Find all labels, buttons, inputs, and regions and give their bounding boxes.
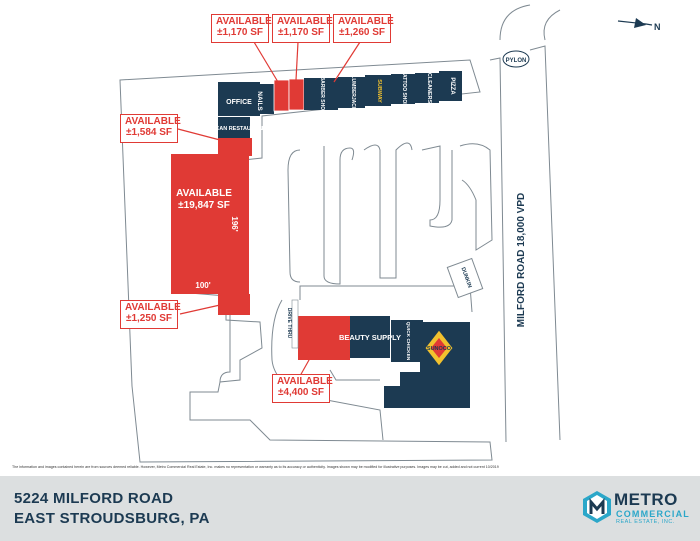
building-pizza bbox=[439, 71, 462, 101]
callout-6-size: ±4,400 SF bbox=[277, 387, 325, 398]
label-tattoo-shop: TATTOO SHOP bbox=[401, 71, 407, 107]
callout-3-label: AVAILABLE bbox=[338, 16, 394, 27]
callout-3-size: ±1,260 SF bbox=[338, 27, 386, 38]
label-beauty-supply: BEAUTY SUPPLY bbox=[339, 333, 401, 342]
callout-5-size: ±1,250 SF bbox=[125, 313, 173, 324]
callout-available-4: AVAILABLE ±1,584 SF bbox=[120, 114, 181, 143]
unit-available-6 bbox=[298, 316, 350, 360]
drive-thru-lane bbox=[291, 299, 299, 349]
callout-4-label: AVAILABLE bbox=[125, 116, 181, 127]
site-plan-map: SUNOCO PYLON N MILFORD ROAD 18,000 VPD O… bbox=[119, 4, 661, 463]
north-strip-buildings bbox=[218, 71, 462, 138]
metro-logo-icon bbox=[583, 491, 611, 523]
sunoco-logo: SUNOCO bbox=[424, 329, 454, 367]
brand-sub: COMMERCIAL bbox=[616, 509, 690, 519]
callout-available-6: AVAILABLE ±4,400 SF bbox=[272, 374, 333, 403]
callout-available-1: AVAILABLE ±1,170 SF bbox=[211, 14, 272, 43]
unit-available-2 bbox=[288, 78, 305, 111]
pylon-sign: PYLON bbox=[502, 50, 530, 68]
building-beauty-supply bbox=[350, 316, 390, 358]
building-dunkin bbox=[446, 257, 484, 299]
callout-available-5: AVAILABLE ±1,250 SF bbox=[120, 300, 181, 329]
label-drive-thru: DRIVE THRU bbox=[286, 308, 292, 339]
callout-available-2: AVAILABLE ±1,170 SF bbox=[272, 14, 333, 43]
label-office: OFFICE bbox=[226, 99, 252, 106]
road-label: MILFORD ROAD 18,000 VPD bbox=[516, 193, 527, 327]
callout-available-3: AVAILABLE ±1,260 SF bbox=[333, 14, 394, 43]
building-lumberjack bbox=[338, 77, 365, 108]
building-subway bbox=[365, 75, 391, 106]
unit-available-anchor bbox=[171, 154, 249, 294]
callout-1-label: AVAILABLE bbox=[216, 16, 272, 27]
anchor-labels: AVAILABLE ±19,847 SF 196' 100' bbox=[176, 188, 239, 290]
callout-5-label: AVAILABLE bbox=[125, 302, 181, 313]
property-outlines bbox=[119, 4, 561, 463]
anchor-size: ±19,847 SF bbox=[178, 200, 230, 211]
unit-available-1 bbox=[273, 79, 290, 112]
label-barber-shop: BARBER SHOP bbox=[319, 77, 325, 115]
building-cleaners bbox=[415, 73, 439, 103]
address-line-2: EAST STROUDSBURG, PA bbox=[14, 510, 210, 527]
building-barber-shop bbox=[304, 78, 338, 110]
label-pizza: PIZZA bbox=[449, 77, 455, 95]
callout-4-size: ±1,584 SF bbox=[125, 127, 173, 138]
building-tattoo-shop bbox=[391, 74, 415, 104]
label-quick-chicken: QUICK CHICKEN bbox=[405, 322, 411, 361]
anchor-dim-side: 196' bbox=[230, 216, 239, 231]
compass-arrow: N bbox=[617, 18, 661, 32]
west-buildings bbox=[171, 138, 252, 315]
anchor-label: AVAILABLE bbox=[176, 188, 232, 199]
building-mexican-restaurant bbox=[218, 117, 250, 138]
disclaimer-text: The information and images contained her… bbox=[12, 465, 499, 469]
sunoco-label: SUNOCO bbox=[427, 346, 452, 352]
label-subway: SUBWAY bbox=[376, 79, 382, 103]
compass-north-letter: N bbox=[654, 22, 661, 32]
tenant-labels: OFFICE NAILS BARBER SHOP LUMBERJACK SUBW… bbox=[202, 71, 455, 360]
label-nails: NAILS bbox=[256, 91, 263, 111]
callout-2-size: ±1,170 SF bbox=[277, 27, 325, 38]
unit-available-4 bbox=[218, 138, 252, 156]
label-mexican-restaurant: MEXICAN RESTAURANT bbox=[202, 126, 267, 132]
callout-connectors bbox=[177, 41, 361, 377]
callout-2-label: AVAILABLE bbox=[277, 16, 333, 27]
callout-6-label: AVAILABLE bbox=[277, 376, 333, 387]
pylon-label: PYLON bbox=[506, 58, 527, 64]
brand-sub2: REAL ESTATE, INC. bbox=[616, 519, 675, 525]
callout-1-size: ±1,170 SF bbox=[216, 27, 264, 38]
brand-name: METRO bbox=[614, 490, 678, 509]
building-quick-chicken bbox=[391, 320, 423, 362]
label-cleaners: CLEANERS bbox=[426, 73, 432, 104]
address-line-1: 5224 MILFORD ROAD bbox=[14, 490, 174, 507]
label-lumberjack: LUMBERJACK bbox=[350, 76, 356, 111]
building-nails bbox=[242, 84, 274, 114]
anchor-dim-bottom: 100' bbox=[195, 281, 210, 290]
unit-available-5 bbox=[218, 294, 250, 315]
